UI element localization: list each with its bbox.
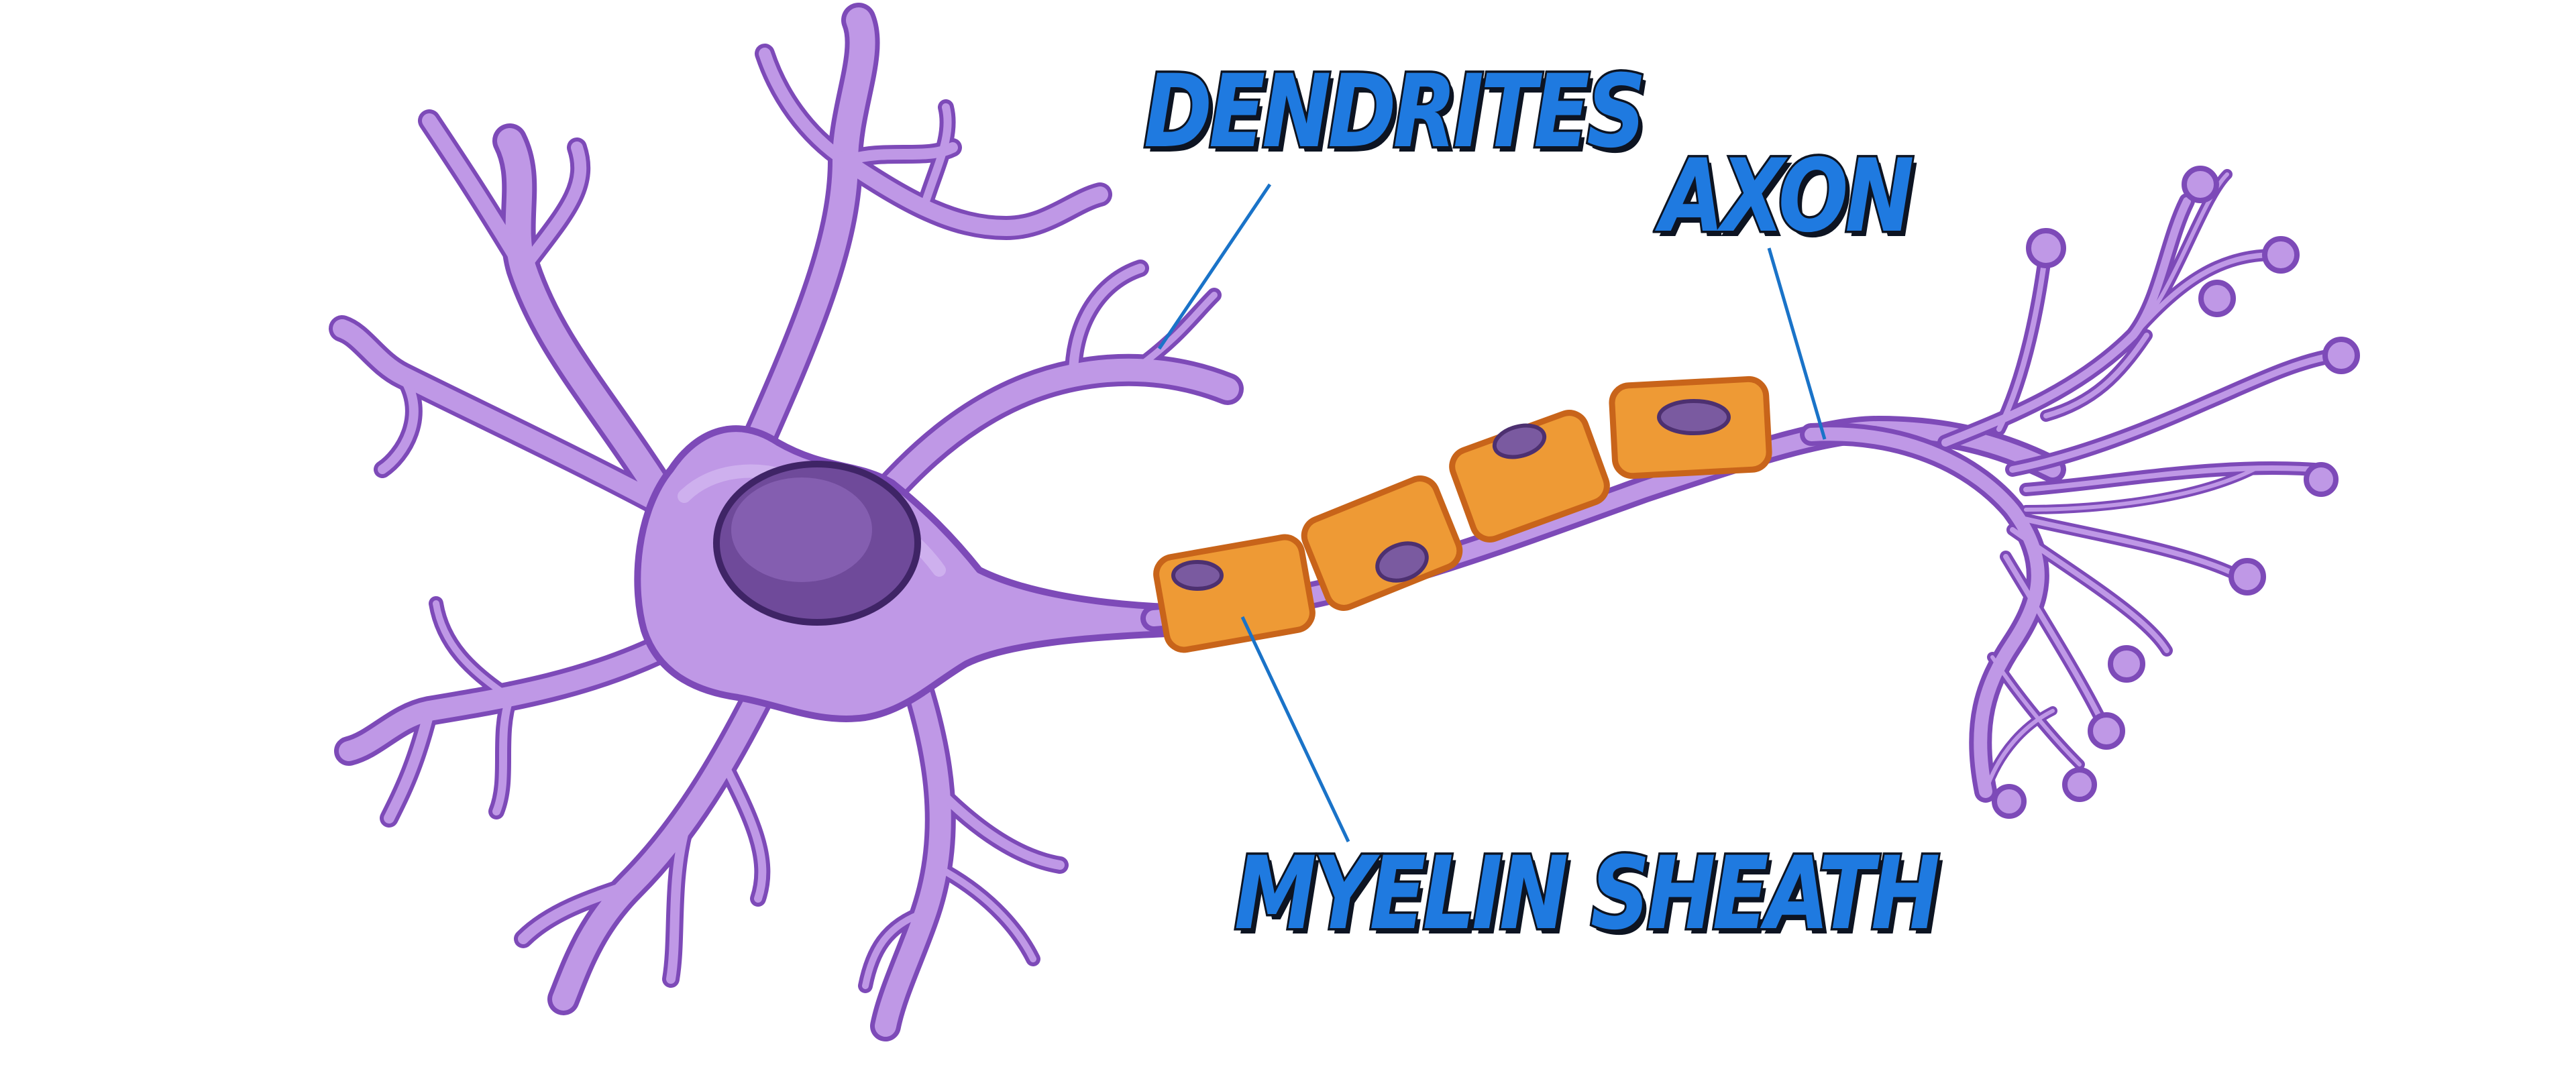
schwann-cell <box>1449 410 1610 543</box>
schwann-cell <box>1609 376 1772 479</box>
axon-terminals <box>1800 166 2360 819</box>
dendrites-label: DENDRITES <box>1142 54 1648 170</box>
myelin-sheath <box>1153 376 1772 653</box>
neuron <box>329 3 2360 1041</box>
axon-leader-line <box>1767 247 1827 440</box>
schwann-cell <box>1153 534 1316 653</box>
leader-lines <box>1157 183 1827 843</box>
schwann-cell <box>1301 475 1463 611</box>
myelin-sheath-label: MYELIN SHEATH <box>1232 836 1942 952</box>
myelin-sheath-leader-line <box>1240 616 1350 843</box>
axon-label: AXON <box>1658 138 1916 255</box>
dendrites-leader-line <box>1157 183 1272 350</box>
